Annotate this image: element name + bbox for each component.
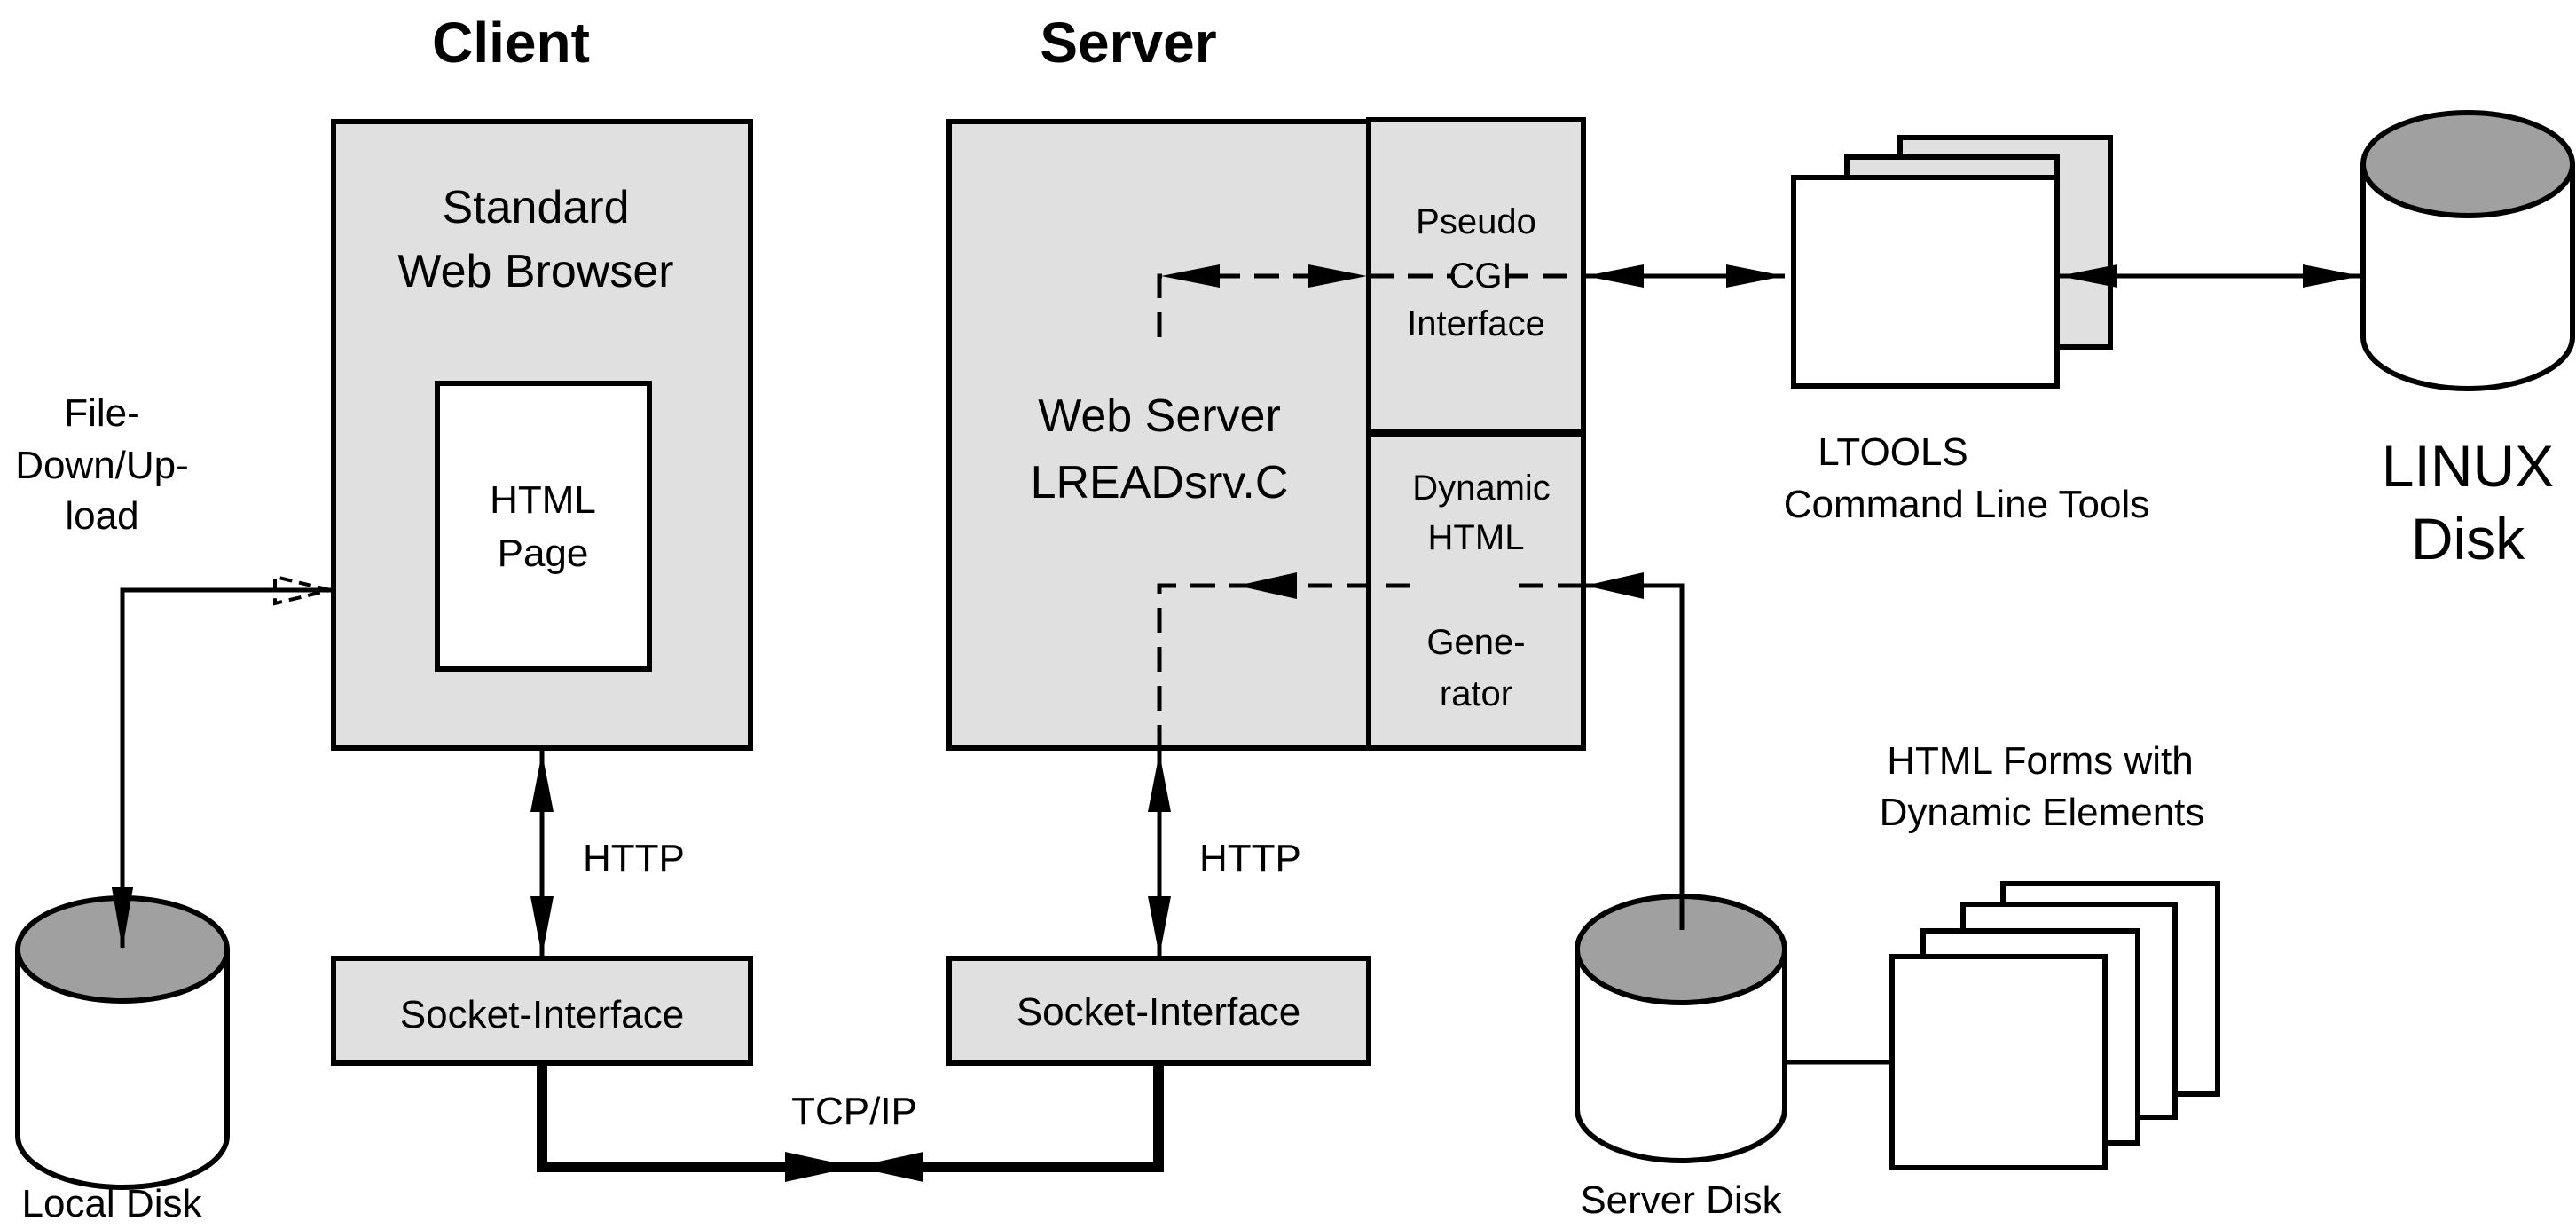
client-http-label: HTTP <box>583 837 685 880</box>
html-page-label-line2: Page <box>498 532 589 575</box>
file-transfer-label-line1: File- <box>64 391 140 435</box>
cgi-ltools-connector <box>1583 264 1785 288</box>
server-http-connector: HTTP <box>1148 750 1301 958</box>
browser-label-line1: Standard <box>442 182 629 233</box>
linux-disk-label-line2: Disk <box>2411 506 2525 571</box>
dynamic-internal-connector <box>1157 572 1583 750</box>
file-transfer-label-line3: load <box>65 494 138 538</box>
dynamic-html-box: Dynamic HTML Gene- rator <box>1366 431 1586 751</box>
file-transfer-label-line2: Down/Up- <box>15 444 189 487</box>
client-title: Client <box>432 11 590 75</box>
cgi-arrow-left <box>1161 264 1220 288</box>
html-page-box: HTML Page <box>435 381 652 672</box>
web-server-label-line1: Web Server <box>1038 390 1281 442</box>
local-disk-icon: Local Disk <box>15 887 230 1225</box>
cgi-arrow-right <box>1308 264 1367 288</box>
ltools-sublabel: Command Line Tools <box>1784 483 2150 526</box>
cgi-label-line1: Pseudo <box>1416 202 1536 241</box>
file-transfer-connector: File- Down/Up- load <box>15 391 331 948</box>
linux-disk-label-line1: LINUX <box>2382 433 2554 499</box>
server-socket-interface: Socket-Interface <box>946 956 1371 1066</box>
dynamic-label-line1: Dynamic <box>1412 469 1551 508</box>
serverdisk-dynamic-connector <box>1585 572 1685 930</box>
web-server-label-line2: LREADsrv.C <box>1031 457 1289 508</box>
client-http-connector: HTTP <box>530 750 685 958</box>
tcpip-connector: TCP/IP <box>537 1063 1164 1182</box>
ltools-stack: LTOOLS Command Line Tools <box>1784 135 2150 526</box>
server-disk-label: Server Disk <box>1580 1178 1782 1222</box>
cgi-label-line2: CGI <box>1449 256 1512 295</box>
html-forms-label-line2: Dynamic Elements <box>1880 791 2205 834</box>
dynamic-label-line3: Gene- <box>1426 623 1525 662</box>
browser-label-line2: Web Browser <box>397 246 673 297</box>
html-page-label-line1: HTML <box>490 478 596 522</box>
server-socket-label: Socket-Interface <box>1017 990 1300 1034</box>
linux-disk-icon: LINUX Disk <box>2360 110 2575 571</box>
server-http-label: HTTP <box>1199 837 1301 880</box>
server-title: Server <box>1040 11 1216 75</box>
tcpip-label: TCP/IP <box>791 1090 917 1133</box>
ltools-linux-connector <box>2057 264 2361 288</box>
dynamic-arrow-left <box>1237 572 1297 599</box>
dynamic-label-line4: rator <box>1440 674 1512 713</box>
ltools-label: LTOOLS <box>1818 430 1968 474</box>
html-forms-stack: HTML Forms with Dynamic Elements <box>1880 739 2220 1170</box>
local-disk-label: Local Disk <box>22 1182 203 1225</box>
html-forms-label-line1: HTML Forms with <box>1887 739 2194 783</box>
cgi-label-line3: Interface <box>1407 304 1545 343</box>
client-socket-interface: Socket-Interface <box>331 956 753 1066</box>
client-socket-label: Socket-Interface <box>400 993 684 1036</box>
cgi-internal-connector: CGI <box>1157 253 1583 337</box>
dynamic-label-line2: HTML <box>1428 518 1525 557</box>
server-disk-icon: Server Disk <box>1575 887 1787 1222</box>
